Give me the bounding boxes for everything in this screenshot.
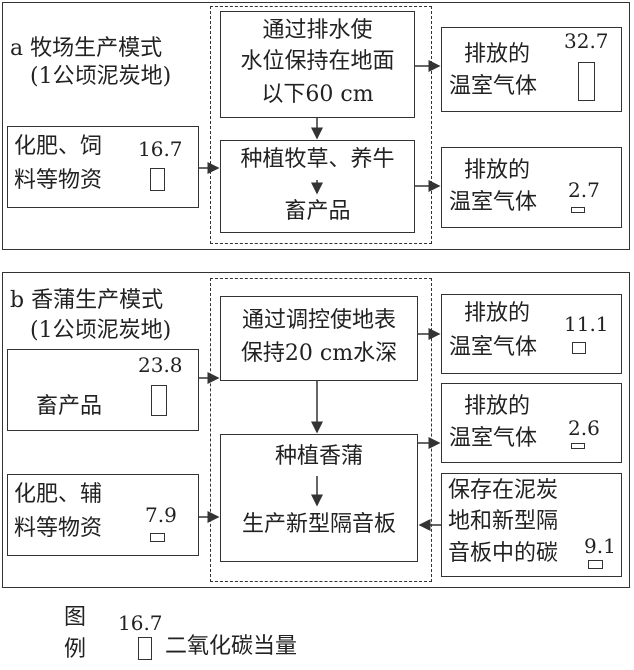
panel-b-output2-box <box>441 383 622 463</box>
panel-b-process-frame <box>210 278 432 582</box>
panel-a <box>2 2 630 250</box>
panel-b-output3-value: 9.1 <box>584 534 616 558</box>
panel-a-input1-line1: 化肥、饲 <box>14 134 103 159</box>
panel-b-step1-line1: 通过调控使地表 <box>241 308 396 333</box>
panel-a-output2-value: 2.7 <box>568 178 600 202</box>
legend-value: 16.7 <box>118 611 163 635</box>
panel-a-input1-value: 16.7 <box>138 137 183 161</box>
legend-title-line1: 图 <box>64 605 87 630</box>
panel-a-output2-box <box>441 147 622 228</box>
panel-a-input1-bar <box>150 168 165 191</box>
panel-b-output3-box <box>441 473 622 577</box>
panel-b-output1-line1: 排放的 <box>464 301 531 326</box>
panel-b-output1-value: 11.1 <box>564 312 609 336</box>
panel-a-output1-value: 32.7 <box>564 29 609 53</box>
legend-bar <box>138 637 152 660</box>
panel-a-step1-line2: 水位保持在地面 <box>240 49 395 74</box>
panel-a-input1-box <box>7 126 199 208</box>
panel-a-output1-line2: 温室气体 <box>449 74 538 99</box>
panel-b-output2-line1: 排放的 <box>464 394 531 419</box>
panel-b <box>2 272 630 588</box>
panel-b-input1-box <box>7 349 199 431</box>
panel-b-input2-line1: 化肥、辅 <box>14 482 103 507</box>
legend-title-line2: 例 <box>64 637 87 662</box>
panel-b-output3-line2: 地和新型隔 <box>448 509 559 534</box>
legend-label: 二氧化碳当量 <box>165 634 298 659</box>
panel-b-step1-box <box>220 296 418 381</box>
panel-b-subtitle: (1公顷泥炭地) <box>30 318 172 343</box>
panel-b-step2-line1: 种植香蒲 <box>274 444 363 469</box>
panel-a-input1-line2: 料等物资 <box>14 168 103 193</box>
panel-b-output1-box <box>441 294 622 374</box>
panel-b-output2-value: 2.6 <box>568 416 600 440</box>
panel-b-output1-bar <box>572 342 586 354</box>
panel-b-step2-line2: 生产新型隔音板 <box>241 512 396 537</box>
panel-b-input1-bar <box>151 385 167 416</box>
panel-b-output3-line1: 保存在泥炭 <box>448 478 559 503</box>
panel-b-output3-line3: 音板中的碳 <box>448 541 559 566</box>
panel-a-step2-line2: 畜产品 <box>284 199 351 224</box>
panel-b-input2-bar <box>150 533 165 542</box>
panel-b-input2-line2: 料等物资 <box>14 516 103 541</box>
panel-b-output2-line2: 温室气体 <box>449 426 538 451</box>
panel-b-input2-box <box>7 474 199 556</box>
panel-a-step1-box <box>220 11 415 118</box>
panel-b-input1-label: 畜产品 <box>36 394 103 419</box>
panel-a-step2-line1: 种植牧草、养牛 <box>240 147 395 172</box>
panel-b-input2-value: 7.9 <box>145 503 177 527</box>
panel-b-title: b 香蒲生产模式 <box>10 288 164 313</box>
panel-b-input1-value: 23.8 <box>138 353 183 377</box>
panel-a-output2-line1: 排放的 <box>464 158 531 183</box>
panel-b-output3-bar <box>588 560 603 569</box>
panel-b-output1-line2: 温室气体 <box>449 335 538 360</box>
panel-a-title: a 牧场生产模式 <box>10 36 163 61</box>
panel-a-subtitle: (1公顷泥炭地) <box>30 64 172 89</box>
panel-b-step1-line2: 保持20 cm水深 <box>240 341 398 366</box>
panel-a-output1-line1: 排放的 <box>464 42 531 67</box>
panel-a-output2-line2: 温室气体 <box>449 190 538 215</box>
panel-a-process-frame <box>210 6 432 244</box>
panel-b-output2-bar <box>571 443 585 449</box>
panel-a-step1-line3: 以下60 cm <box>261 82 374 107</box>
panel-a-step1-line1: 通过排水使 <box>262 18 373 43</box>
panel-a-output1-bar <box>578 62 595 101</box>
panel-a-output2-bar <box>571 207 585 213</box>
